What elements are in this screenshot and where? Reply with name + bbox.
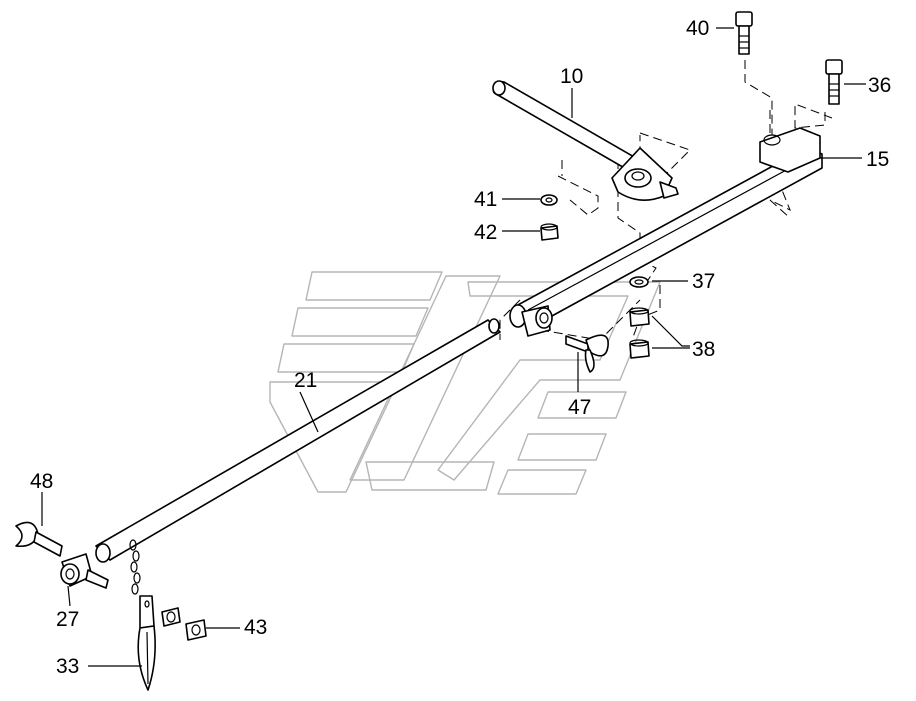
part-43-nut-a: [161, 607, 181, 627]
callout-10: 10: [560, 65, 583, 88]
callout-47: 47: [568, 396, 591, 419]
callout-21: 21: [294, 369, 317, 392]
part-15-tube: [509, 127, 823, 329]
callout-38: 38: [692, 338, 715, 361]
callouts: 10 40 36 15 41 42 37 38 21 47 48 27 43 3…: [30, 17, 891, 678]
callout-27: 27: [56, 608, 79, 631]
part-33-spike: [137, 595, 156, 691]
part-42-nut: [540, 223, 559, 241]
callout-40: 40: [686, 17, 709, 40]
part-47-wing-bolt: [565, 334, 609, 373]
callout-15: 15: [866, 148, 889, 171]
callout-48: 48: [30, 470, 53, 493]
part-21-rod: [95, 318, 501, 563]
part-38-nut-lower: [629, 339, 650, 359]
chain: [129, 539, 141, 595]
watermark-logo: [269, 271, 661, 495]
callout-43: 43: [244, 616, 267, 639]
callout-33: 33: [56, 655, 79, 678]
part-40-bolt: [735, 11, 753, 55]
part-38-nut-upper: [629, 307, 650, 327]
part-41-washer: [540, 194, 558, 206]
part-37-washer: [629, 276, 649, 288]
callout-41: 41: [474, 188, 497, 211]
part-10-handle: [492, 80, 679, 201]
part-48-wing-bolt: [15, 521, 63, 557]
callout-42: 42: [474, 221, 497, 244]
leader-lines: [41, 27, 866, 667]
part-43-nut-b: [185, 619, 207, 641]
part-36-bolt: [825, 59, 843, 105]
callout-36: 36: [868, 74, 891, 97]
part-connector-upper: [521, 305, 553, 337]
callout-37: 37: [692, 270, 715, 293]
part-27-connector: [60, 553, 109, 589]
